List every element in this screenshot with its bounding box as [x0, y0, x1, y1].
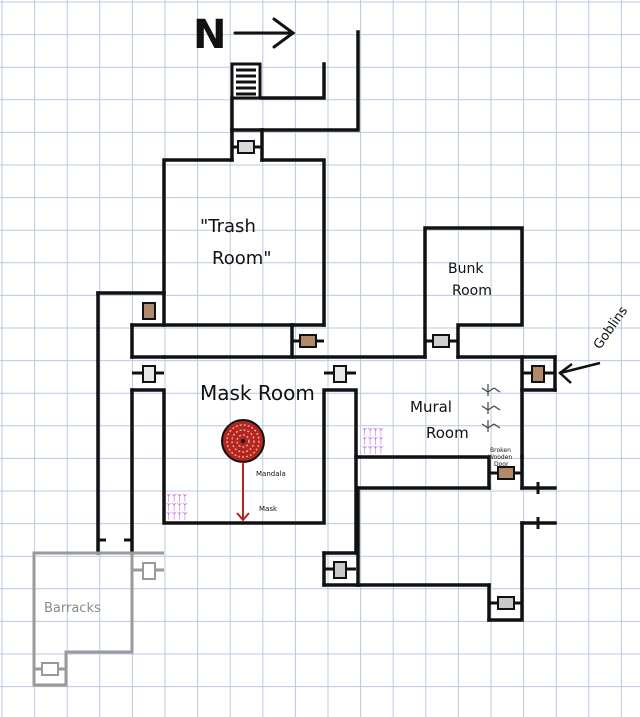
broken-door-label-line2: Wooden: [488, 454, 512, 461]
door-broken-wooden: [489, 466, 522, 480]
mural-room-label-line2: Room: [426, 424, 469, 442]
mandala-label: Mandala: [256, 470, 286, 478]
door-south-corridor: [324, 561, 356, 579]
door-barracks-north: [132, 562, 164, 580]
door-southeast: [489, 596, 522, 610]
door-west-corridor: [132, 365, 164, 383]
mask-room-label: Mask Room: [200, 381, 315, 405]
door-goblins: [522, 365, 555, 383]
bunk-room-label-line2: Room: [452, 283, 492, 299]
door-bunk: [425, 334, 458, 348]
barracks-room: [32, 551, 164, 687]
goblin-marks: [481, 384, 501, 432]
stairs-icon: [236, 68, 256, 96]
mural-room-label-line1: Mural: [410, 398, 452, 416]
rubble-mural-room: ᛉᛉᛉᛉ ᛉᛉᛉᛉ ᛉᛉᛉᛉ: [362, 427, 384, 456]
door-east-corridor: [324, 365, 356, 383]
mask-label: Mask: [259, 505, 278, 513]
north-indicator: N: [193, 12, 296, 58]
svg-text:ᛉᛉᛉᛉ: ᛉᛉᛉᛉ: [166, 511, 188, 522]
door-barracks-south: [34, 662, 66, 676]
door-trash-south: [292, 334, 324, 348]
broken-door-label-line3: Door: [494, 461, 509, 468]
north-label: N: [193, 12, 226, 58]
door-trash-west: [142, 302, 156, 320]
mask-arrow: [236, 462, 250, 522]
bunk-room-label-line1: Bunk: [448, 261, 484, 277]
doors: [34, 140, 555, 676]
svg-text:ᛉᛉᛉᛉ: ᛉᛉᛉᛉ: [362, 445, 384, 456]
staircase: [230, 62, 262, 100]
svg-text:ᛉᛉᛉᛉ: ᛉᛉᛉᛉ: [362, 436, 384, 447]
trash-room-label-line2: Room": [212, 248, 272, 269]
svg-text:ᛉᛉᛉᛉ: ᛉᛉᛉᛉ: [362, 427, 384, 438]
broken-door-label-line1: Broken: [490, 447, 511, 454]
archways: [96, 482, 540, 548]
door-north: [232, 140, 262, 154]
rubble-mask-room: ᛉᛉᛉᛉ ᛉᛉᛉᛉ ᛉᛉᛉᛉ: [166, 493, 188, 522]
trash-room-label-line1: "Trash: [200, 216, 256, 237]
barracks-label: Barracks: [44, 601, 101, 616]
walls: [96, 30, 557, 622]
goblins-arrow-icon: [558, 361, 601, 384]
svg-text:ᛉᛉᛉᛉ: ᛉᛉᛉᛉ: [166, 493, 188, 504]
north-arrow-icon: [233, 17, 296, 49]
mandala: [221, 419, 265, 463]
svg-text:ᛉᛉᛉᛉ: ᛉᛉᛉᛉ: [166, 502, 188, 513]
